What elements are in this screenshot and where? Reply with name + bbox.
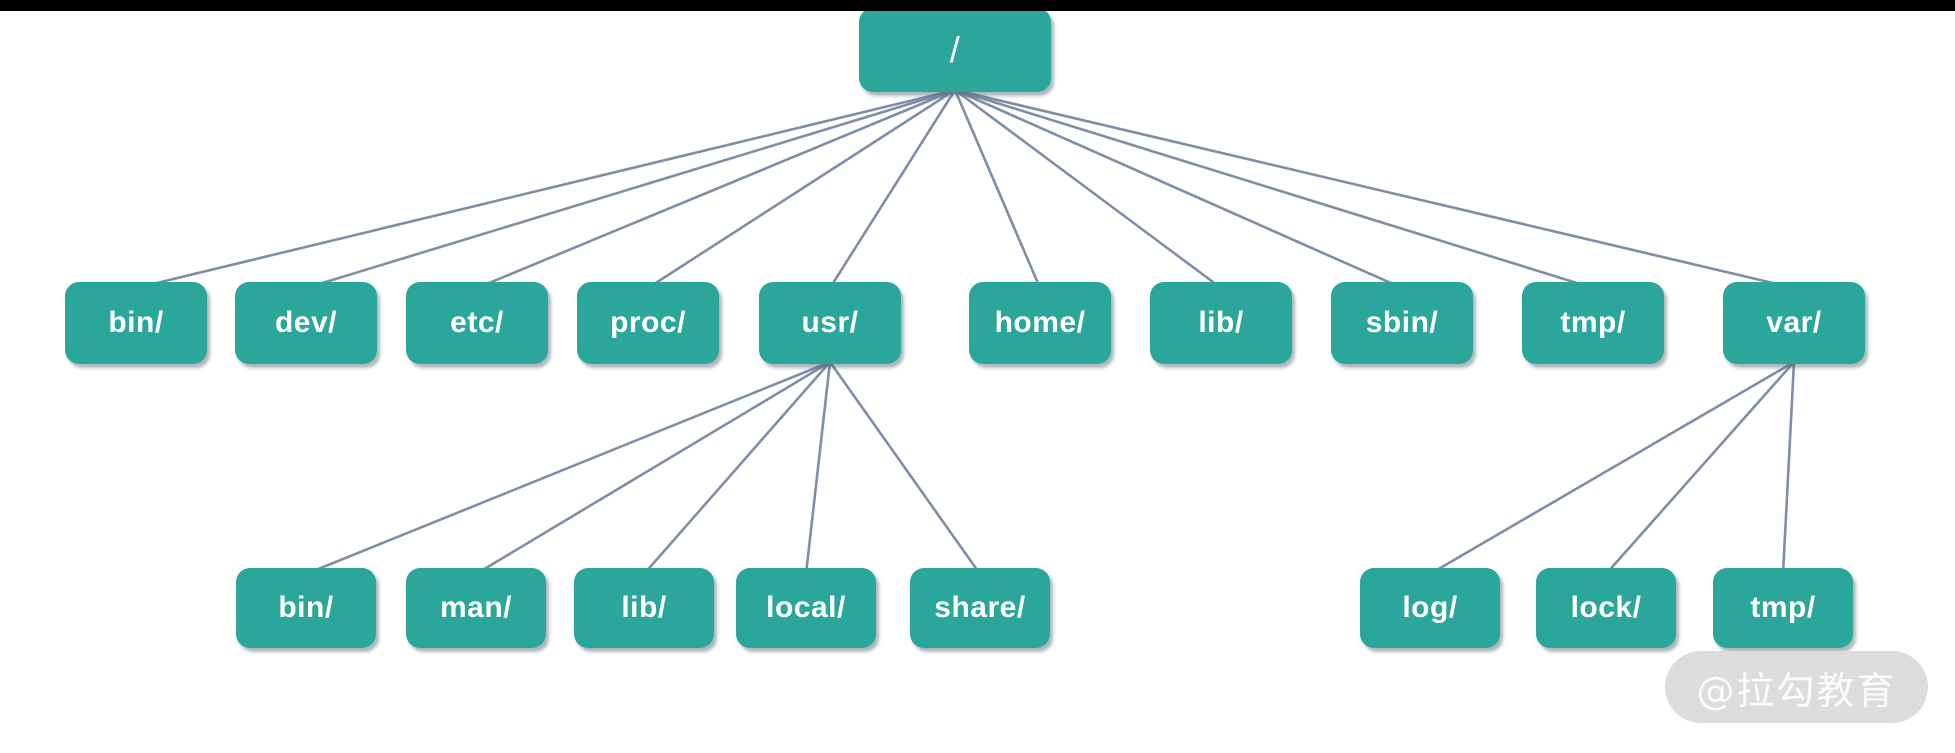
edge-var-var-tmp <box>1781 361 1796 575</box>
node-etc: etc/ <box>406 282 548 364</box>
node-lib: lib/ <box>1150 282 1292 364</box>
node-sbin: sbin/ <box>1331 282 1473 364</box>
edge-root-dev <box>305 88 956 290</box>
edge-root-usr <box>828 89 957 289</box>
edge-var-var-lock <box>1605 361 1795 575</box>
top-bar <box>0 0 1955 11</box>
node-var-tmp: tmp/ <box>1713 568 1853 648</box>
edge-root-tmp <box>954 88 1594 290</box>
edge-root-bin <box>135 88 956 290</box>
node-usr-share: share/ <box>910 568 1050 648</box>
node-dev: dev/ <box>235 282 377 364</box>
node-usr-local: local/ <box>736 568 876 648</box>
edge-root-proc <box>647 88 956 290</box>
node-tmp: tmp/ <box>1522 282 1664 364</box>
watermark-badge: @拉勾教育 <box>1665 651 1928 723</box>
edge-usr-usr-local <box>804 361 832 575</box>
edge-root-sbin <box>954 88 1403 290</box>
node-var: var/ <box>1723 282 1865 364</box>
node-usr: usr/ <box>759 282 901 364</box>
node-usr-man: man/ <box>406 568 546 648</box>
edge-var-var-log <box>1429 360 1795 576</box>
edge-usr-usr-bin <box>305 360 831 576</box>
edge-usr-usr-lib <box>643 361 831 575</box>
node-proc: proc/ <box>577 282 719 364</box>
node-bin: bin/ <box>65 282 207 364</box>
node-home: home/ <box>969 282 1111 364</box>
node-usr-bin: bin/ <box>236 568 376 648</box>
node-root: / <box>859 8 1051 92</box>
edge-usr-usr-man <box>475 360 831 576</box>
edge-root-lib <box>954 88 1222 290</box>
edge-root-etc <box>476 88 956 290</box>
node-usr-lib: lib/ <box>574 568 714 648</box>
node-var-lock: lock/ <box>1536 568 1676 648</box>
edge-root-var <box>954 88 1795 290</box>
watermark-text: @拉勾教育 <box>1696 668 1897 713</box>
edge-root-home <box>953 89 1042 289</box>
edge-usr-usr-share <box>828 361 982 575</box>
node-var-log: log/ <box>1360 568 1500 648</box>
